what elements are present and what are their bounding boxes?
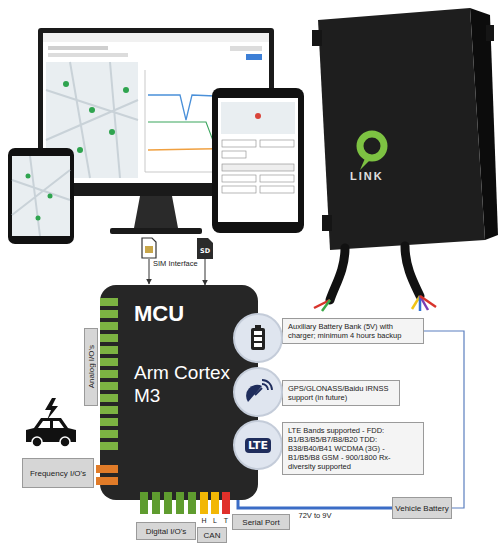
brand-logo [360,156,372,170]
screen-header [43,33,269,42]
node-text: Analog I/O's [87,345,96,388]
screen-field [48,46,108,50]
monitor-stand [134,196,178,228]
node-text: Serial Port [242,518,279,527]
node-text: GPS/GLONASS/Baidu IRNSS support (in futu… [288,384,394,402]
wire [322,300,330,311]
map-marker [123,87,129,93]
phone-frame [8,148,74,244]
mount-tab [486,25,494,41]
connector [424,331,464,508]
sim-icon [142,238,156,258]
io-label-box: CAN [197,527,227,543]
signal-waves [262,380,272,390]
pin-name: H [200,516,208,525]
map-marker [63,81,69,87]
power-box: Vehicle Battery [392,497,452,519]
edge-label: 72V to 9V [299,511,332,520]
node-text: LTE [245,438,271,453]
mcu-block: LTEMCUArm Cortex M3 [100,285,258,500]
connector [205,259,206,285]
callout-box: GPS/GLONASS/Baidu IRNSS support (in futu… [282,380,400,406]
tablet-screen [218,98,298,222]
car-wheel [60,437,70,447]
map-pin [255,113,261,119]
device-body [318,8,485,250]
pin-name: L [211,516,219,525]
node-text: Frequency I/O's [30,469,86,478]
node-text: Digital I/O's [146,527,187,536]
map-marker [89,107,95,113]
pin-name: T [222,516,230,525]
node-text: Auxiliary Battery Bank (5V) with charger… [288,322,418,340]
phone-screen [12,156,70,236]
sd-card: SD [197,238,213,259]
node-text: MCU [134,301,258,327]
car-window [38,421,64,428]
tablet-field [222,140,256,147]
node-text: Vehicle Battery [395,504,448,513]
tablet-field [222,164,294,171]
map-marker [109,129,115,135]
monitor-base [110,228,202,234]
tablet-field [260,175,294,182]
sim-chip [145,246,153,253]
map-roads [12,156,70,236]
io-label-box: Digital I/O's [136,522,196,540]
callout-box: LTE Bands supported - FDD: B1/B3/B5/B7/B… [282,422,424,475]
brand-logo [360,134,384,158]
tablet-field [222,186,256,193]
tablet-field [260,186,294,193]
screen-field [48,53,128,57]
tablet-field [260,140,294,147]
tablet-field [222,175,256,182]
node-text: LTE Bands supported - FDD: B1/B3/B5/B7/B… [288,426,418,471]
cable [330,248,345,300]
tablet-map [221,102,295,134]
card-outline [197,238,213,259]
tablet-frame [212,88,304,233]
screen-field [230,46,262,51]
node-text: SD [197,238,213,255]
wire [420,296,436,307]
mount-tab [322,215,332,231]
map-marker [48,194,53,199]
node-text: Arm Cortex M3 [134,361,234,407]
cable [405,246,420,296]
lte-circle: LTE [233,420,283,470]
mount-tab [312,30,322,46]
screen-button [246,54,262,60]
tablet-field [222,151,246,158]
map-marker [36,216,41,221]
sim-arrow [149,259,150,284]
car-wheel [32,437,42,447]
callout-box: Auxiliary Battery Bank (5V) with charger… [282,318,424,344]
io-label-box: Analog I/O's [84,328,98,406]
map-marker [26,174,31,179]
brand-name: LINK [350,170,384,182]
io-label-box: Serial Port [232,514,290,530]
lightning-symbol [45,398,58,420]
connector [238,500,392,508]
io-label-box: Frequency I/O's [22,458,94,488]
interface-label: SIM Interface [153,259,198,268]
map-marker [77,147,83,153]
node-text: CAN [204,531,221,540]
